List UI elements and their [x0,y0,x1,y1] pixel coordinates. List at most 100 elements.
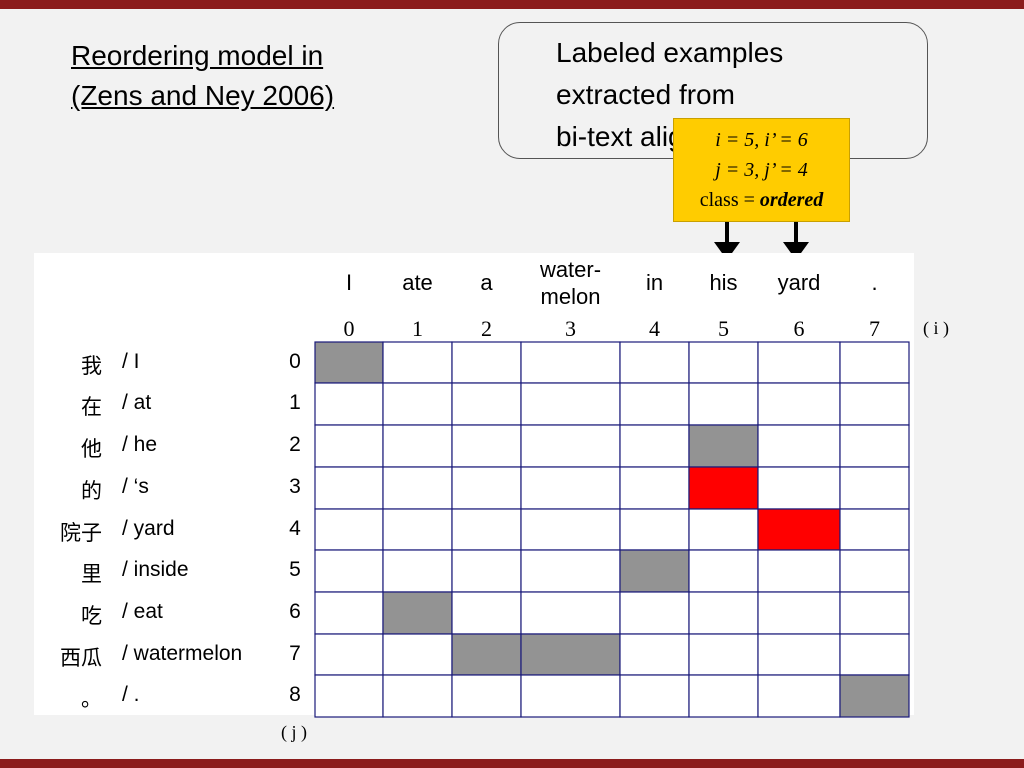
j-axis-label: ( j ) [281,722,307,742]
row-chinese-word: 。 [81,688,102,711]
grid-cell [688,674,759,718]
grid-cell [382,424,453,468]
row-index: 4 [289,517,301,540]
callout-line-1: Labeled examples [556,37,784,68]
grid-cell [382,466,453,510]
grid-cell [757,466,841,510]
grid-cell [757,633,841,676]
grid-cell [382,508,453,551]
row-chinese-word: 他 [81,438,102,461]
grid-cell [839,466,910,510]
grid-cell [520,466,621,510]
row-chinese-word: 我 [81,355,102,378]
grid-cell [839,633,910,676]
grid-cell [839,591,910,635]
grid-cell [314,466,384,510]
grid-cell [520,674,621,718]
aligned-cell [382,591,453,635]
grid-cell [839,508,910,551]
aligned-cell [839,674,910,718]
slide-title: Reordering model in (Zens and Ney 2006) [71,36,431,116]
grid-cell [619,508,690,551]
row-index: 1 [289,391,301,414]
grid-cell [520,591,621,635]
column-word: a [480,270,493,295]
grid-cell [839,424,910,468]
bottom-border-bar [0,759,1024,768]
grid-cell [382,341,453,384]
grid-cell [451,508,522,551]
grid-cell [688,633,759,676]
row-chinese-word: 里 [81,563,102,586]
aligned-cell [688,424,759,468]
column-word: I [345,270,353,295]
grid-cell [520,508,621,551]
row-index: 6 [289,600,301,623]
column-index: 5 [718,316,729,341]
grid-cell [382,674,453,718]
grid-cell [839,549,910,593]
grid-cell [619,591,690,635]
column-index: 0 [343,316,355,341]
grid-cell [314,508,384,551]
grid-cell [688,591,759,635]
grid-cell [839,382,910,426]
column-index: 1 [412,316,423,341]
grid-cell [314,674,384,718]
grid-cell [451,674,522,718]
aligned-cell [520,633,621,676]
row-english-gloss: / watermelon [122,642,243,665]
grid-cell [688,341,759,384]
row-chinese-word: 西瓜 [60,647,102,670]
grid-cell [757,341,841,384]
grid-cell [757,591,841,635]
grid-cell [314,591,384,635]
grid-cell [619,633,690,676]
column-index: 7 [869,316,880,341]
grid-cell [619,382,690,426]
row-index: 8 [289,683,301,706]
column-word: water- melon [539,257,602,309]
grid-cell [520,382,621,426]
grid-cell [619,424,690,468]
highlighted-aligned-cell [757,508,841,551]
grid-cell [451,424,522,468]
callout-line-2: extracted from [556,79,735,110]
grid-cell [314,549,384,593]
grid-cell [688,382,759,426]
grid-cell [757,424,841,468]
grid-cell [451,341,522,384]
column-word: his [709,270,738,295]
aligned-cell [314,341,384,384]
grid-cell [688,549,759,593]
column-word: ate [402,270,433,295]
title-line-1: Reordering model in [71,40,324,71]
row-chinese-word: 院子 [60,522,102,545]
row-english-gloss: / he [122,433,158,456]
grid-cell [520,341,621,384]
grid-cell [382,549,453,593]
row-chinese-word: 吃 [81,605,102,628]
grid-cell [757,382,841,426]
example-label-box: i = 5, i’ = 6 j = 3, j’ = 4 class = orde… [673,118,850,222]
grid-cell [520,424,621,468]
i-axis-label: ( i ) [923,318,949,338]
row-index: 2 [289,433,301,456]
row-english-gloss: / inside [122,558,189,581]
grid-cell [757,549,841,593]
column-word: yard [777,270,821,295]
column-index: 2 [481,316,492,341]
row-chinese-word: 的 [81,480,102,503]
grid-cell [619,466,690,510]
row-english-gloss: / . [122,683,140,706]
row-english-gloss: / yard [122,517,175,540]
row-english-gloss: / eat [122,600,163,623]
callout-text: Labeled examples extracted from bi-text … [556,32,783,158]
row-english-gloss: / I [122,350,140,373]
aligned-cell [451,633,522,676]
row-index: 5 [289,558,301,581]
grid-cell [451,382,522,426]
example-class: class = ordered [699,189,824,211]
row-english-gloss: / ‘s [122,475,149,498]
grid-cell [451,549,522,593]
